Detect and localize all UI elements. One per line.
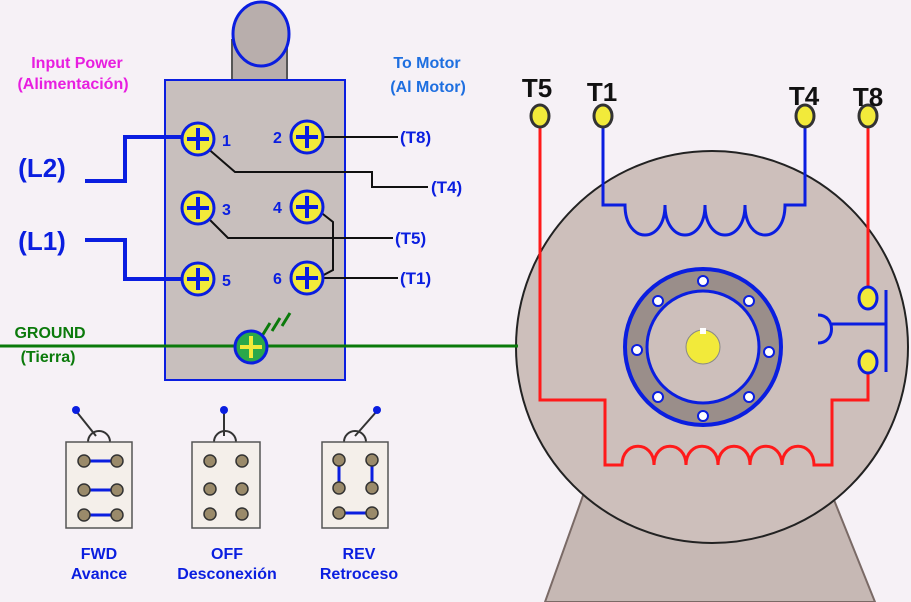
to-motor-label: To Motor: [393, 55, 460, 72]
terminal-2-label: 2: [273, 130, 282, 147]
l2-wire: [85, 135, 185, 183]
terminal-3-label: 3: [222, 202, 231, 219]
mode-off-diagram: [191, 406, 261, 529]
motor-terminal-t5: [529, 103, 551, 129]
input-power-label: Input Power: [31, 55, 123, 72]
winding-t5-t8: [538, 118, 870, 467]
mode-fwd-es-label: Avance: [71, 566, 127, 583]
l1-label: (L1): [18, 226, 66, 256]
terminal-5-label: 5: [222, 273, 231, 290]
lead-t8-label: (T8): [400, 128, 431, 147]
mode-fwd-diagram: [65, 406, 133, 529]
motor-terminal-t5-label: T5: [522, 73, 552, 103]
motor-terminal-t8-label: T8: [853, 82, 883, 112]
l2-label: (L2): [18, 153, 66, 183]
ground-es-label: (Tierra): [21, 349, 76, 366]
terminal-4-label: 4: [273, 200, 282, 217]
terminal-1-label: 1: [222, 133, 231, 150]
rotor-bolts: [631, 275, 775, 422]
mode-fwd-label: FWD: [81, 546, 117, 563]
centrifugal-switch: [817, 285, 888, 375]
motor: [515, 150, 909, 602]
motor-terminals: [529, 103, 879, 129]
lead-t5-label: (T5): [395, 229, 426, 248]
mode-off-label: OFF: [211, 546, 243, 563]
to-motor-es-label: (Al Motor): [390, 79, 466, 96]
lead-t4-label: (T4): [431, 178, 462, 197]
mode-off-es-label: Desconexión: [177, 566, 277, 583]
motor-shaft: [685, 329, 721, 365]
ground-tick-marks: [260, 312, 292, 337]
terminal-3-screw: [180, 190, 216, 226]
mode-rev-diagram: [321, 406, 389, 529]
terminal-5-screw: [180, 261, 216, 297]
lead-t1-label: (T1): [400, 269, 431, 288]
terminal-6-screw: [289, 260, 325, 296]
ground-screw: [233, 329, 269, 365]
switch-terminals: [180, 119, 325, 365]
terminal-4-screw: [289, 189, 325, 225]
motor-terminal-t1: [592, 103, 614, 129]
shaft-key: [700, 328, 706, 334]
terminal-1-screw: [180, 121, 216, 157]
terminal-6-label: 6: [273, 271, 282, 288]
motor-terminal-t8: [857, 103, 879, 129]
input-power-es-label: (Alimentación): [17, 76, 128, 93]
motor-terminal-t4: [794, 103, 816, 129]
motor-terminal-t4-label: T4: [789, 81, 820, 111]
mode-rev-es-label: Retroceso: [320, 566, 398, 583]
winding-t1-t4: [601, 118, 807, 237]
jumper-4-6: [313, 206, 334, 279]
ground-label: GROUND: [14, 325, 85, 342]
drum-switch: [164, 0, 346, 381]
wire-1-t4: [197, 139, 428, 188]
switch-handle: [231, 0, 291, 68]
line-wires: [85, 135, 185, 281]
l1-wire: [85, 238, 185, 281]
motor-terminal-t1-label: T1: [587, 77, 617, 107]
terminal-2-screw: [289, 119, 325, 155]
mode-rev-label: REV: [343, 546, 376, 563]
